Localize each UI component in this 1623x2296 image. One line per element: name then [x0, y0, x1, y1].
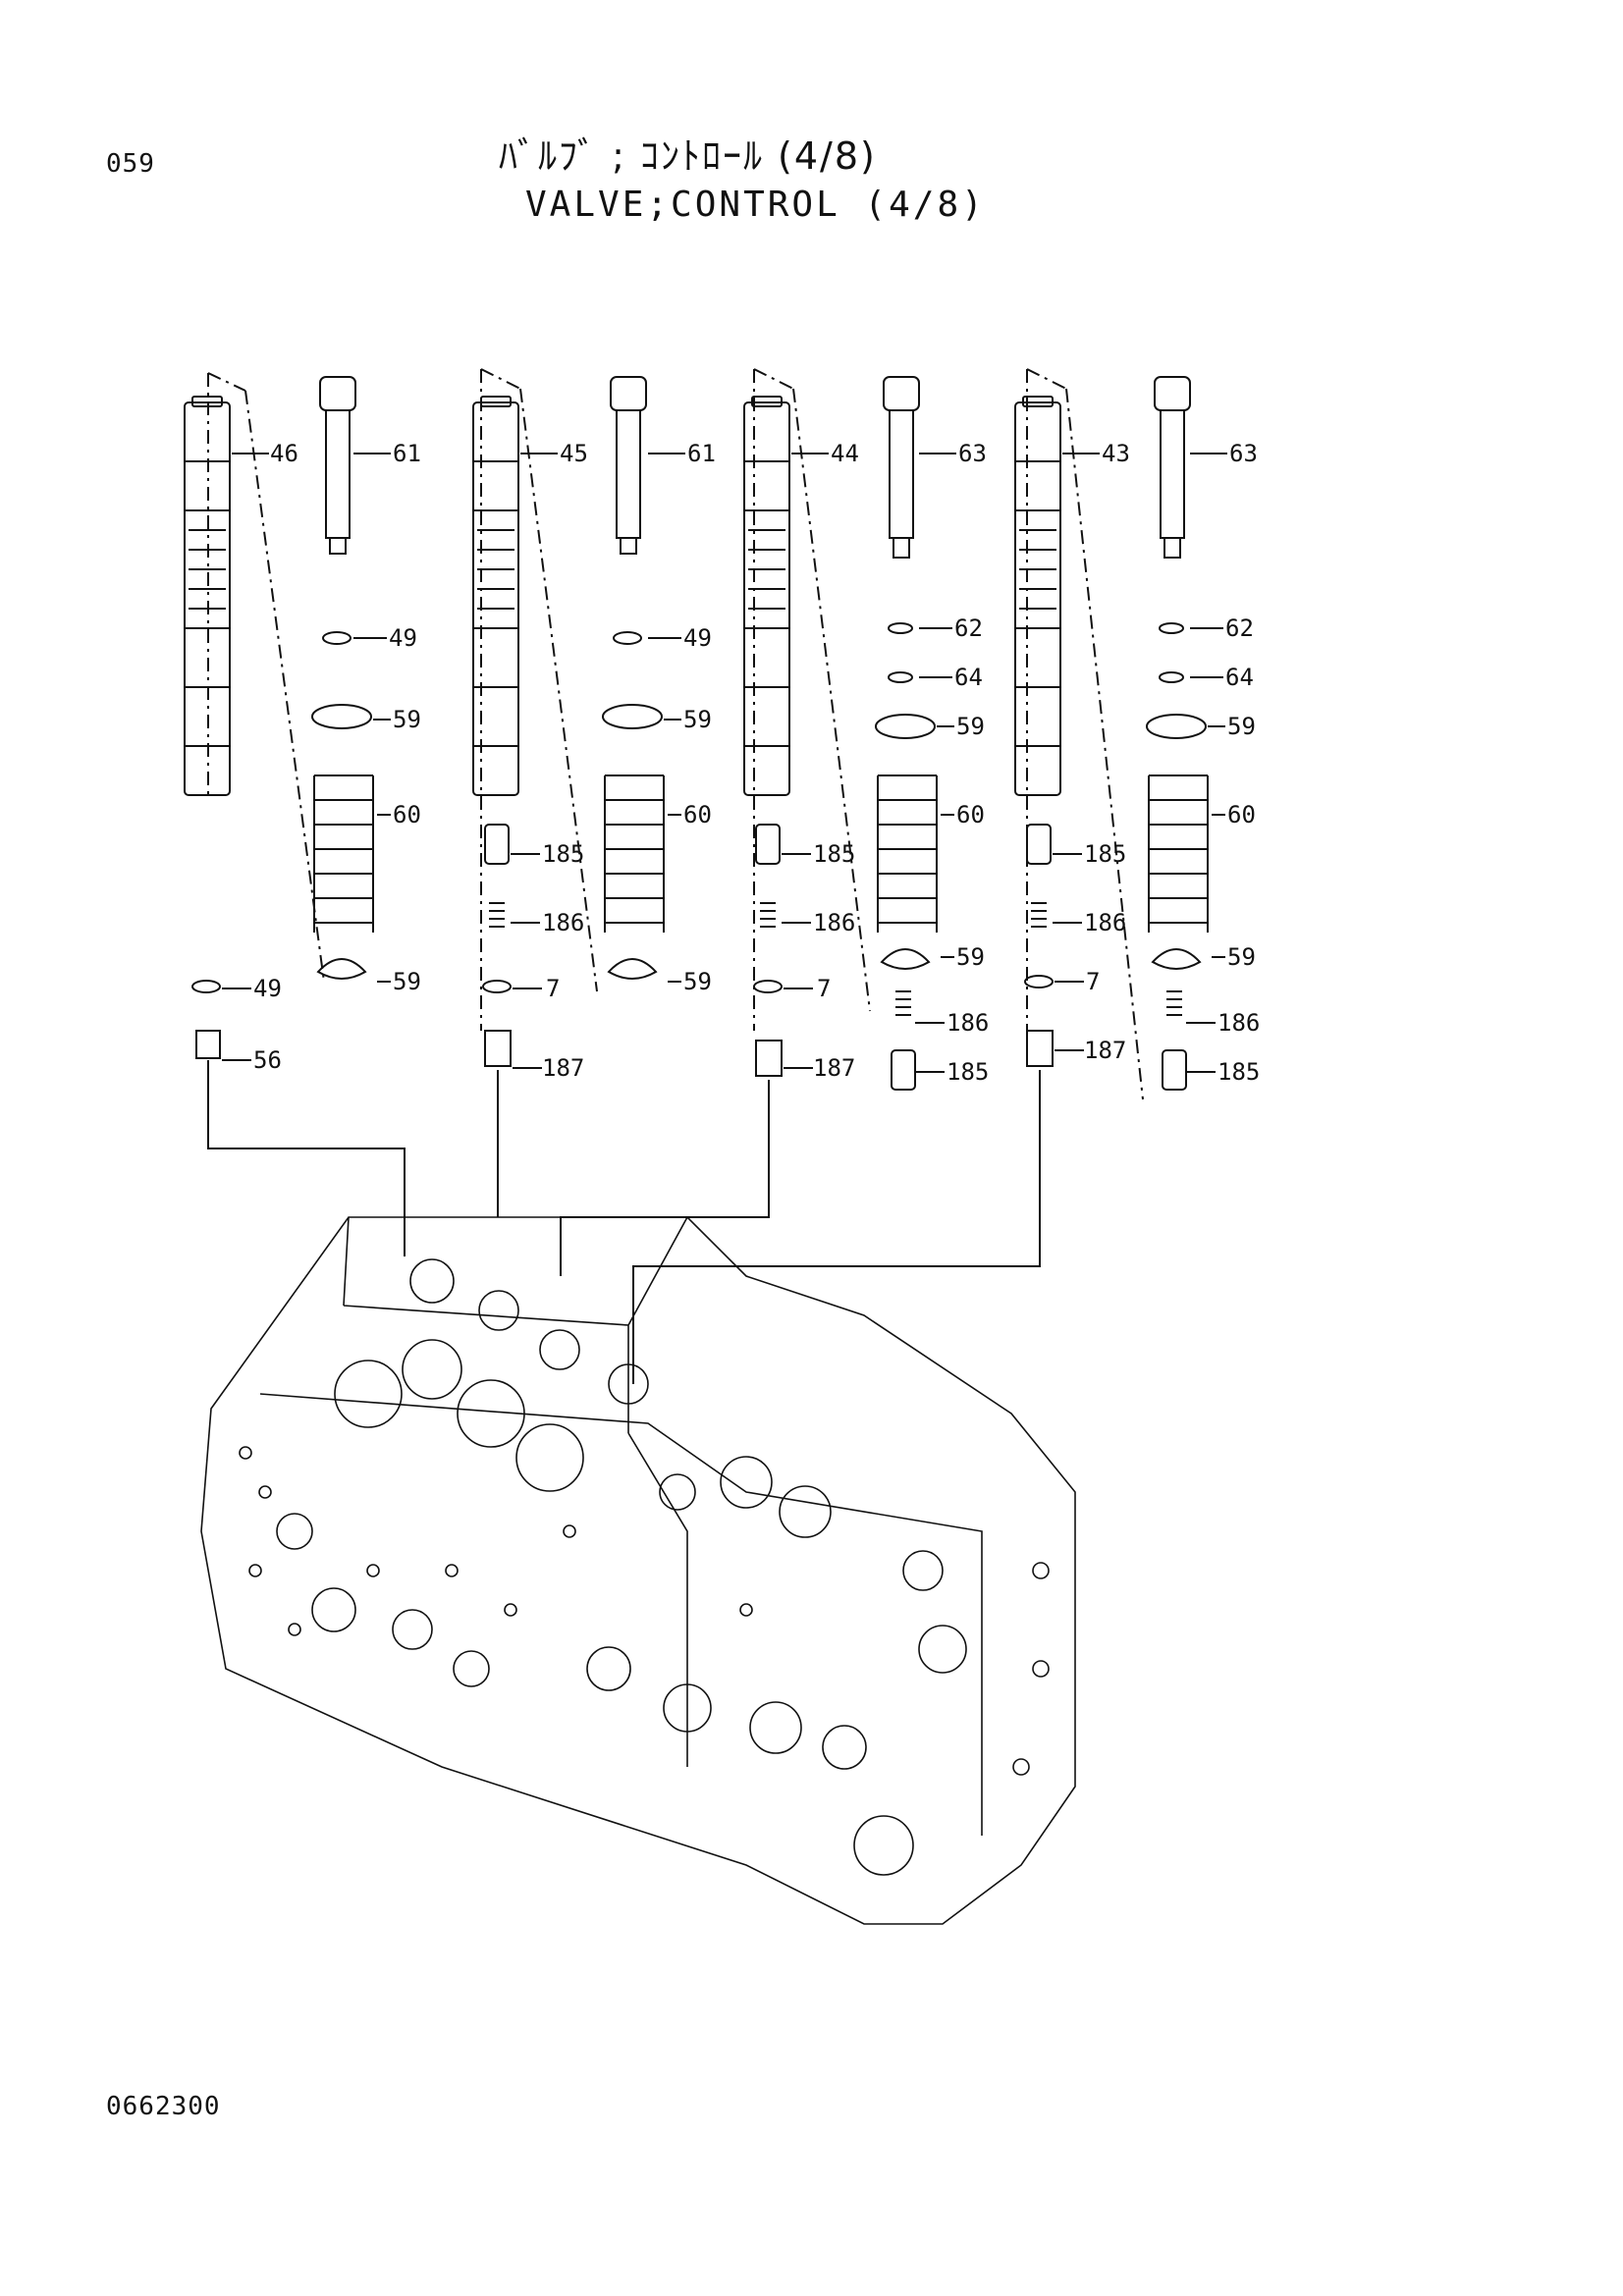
callout: 185	[947, 1058, 989, 1086]
callout: 59	[683, 968, 712, 995]
callout: 187	[542, 1054, 584, 1082]
callout: 56	[253, 1046, 282, 1074]
callout: 60	[1227, 801, 1256, 828]
callout: 186	[1217, 1009, 1260, 1037]
callout: 62	[954, 614, 983, 642]
title-japanese: ﾊﾞﾙﾌﾞ ; ｺﾝﾄﾛｰﾙ (4/8)	[499, 134, 877, 178]
callout: 43	[1102, 440, 1130, 467]
callout: 49	[389, 624, 417, 652]
callout: 60	[956, 801, 985, 828]
callout: 59	[1227, 943, 1256, 971]
callout: 59	[683, 706, 712, 733]
callout: 7	[546, 975, 560, 1002]
callout: 186	[947, 1009, 989, 1037]
callout: 59	[393, 706, 421, 733]
callout: 49	[253, 975, 282, 1002]
callout: 186	[813, 909, 855, 936]
callout: 185	[1084, 840, 1126, 868]
callout: 185	[1217, 1058, 1260, 1086]
callout: 64	[1225, 664, 1254, 691]
callout: 7	[817, 975, 831, 1002]
callout: 46	[270, 440, 298, 467]
callout: 185	[813, 840, 855, 868]
callout: 186	[542, 909, 584, 936]
callout: 59	[1227, 713, 1256, 740]
callout: 45	[560, 440, 588, 467]
callout: 59	[956, 943, 985, 971]
callout: 62	[1225, 614, 1254, 642]
control-valve-body	[200, 1216, 1076, 1925]
callout: 44	[831, 440, 859, 467]
callout: 187	[1084, 1037, 1126, 1064]
callout: 63	[1229, 440, 1258, 467]
callout: 61	[687, 440, 716, 467]
page-number: 059	[106, 149, 155, 179]
spool-assembly-43	[632, 368, 1209, 1384]
document-code: 0662300	[106, 2092, 221, 2121]
callout: 60	[683, 801, 712, 828]
title-english: VALVE;CONTROL (4/8)	[525, 185, 986, 225]
callout: 186	[1084, 909, 1126, 936]
callout: 60	[393, 801, 421, 828]
callout: 185	[542, 840, 584, 868]
callout: 64	[954, 664, 983, 691]
spool-assembly-45	[472, 368, 665, 1217]
callout: 187	[813, 1054, 855, 1082]
spool-assembly-46	[184, 372, 406, 1256]
callout: 49	[683, 624, 712, 652]
callout: 59	[956, 713, 985, 740]
callout: 61	[393, 440, 421, 467]
callout: 59	[393, 968, 421, 995]
callout: 63	[958, 440, 987, 467]
callout-labels: 46 61 49 59 60 59 49 56 45 61 49 59 60 1…	[253, 440, 1260, 1086]
spool-assembly-44	[560, 368, 938, 1276]
callout: 7	[1086, 968, 1100, 995]
